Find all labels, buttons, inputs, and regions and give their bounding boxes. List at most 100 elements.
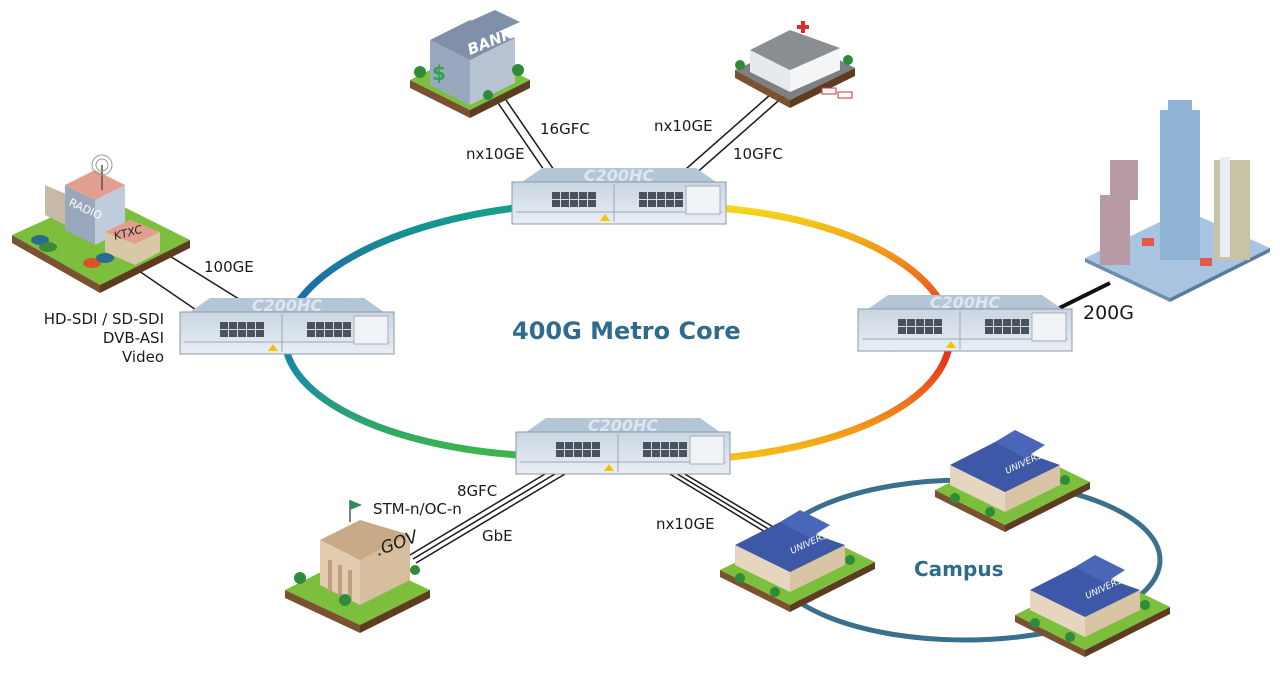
port	[934, 327, 942, 334]
port	[670, 450, 678, 457]
port	[570, 200, 578, 207]
link-gov-1	[409, 464, 561, 556]
link-campus-3	[667, 463, 781, 532]
port	[334, 330, 342, 337]
chassis-top	[526, 418, 720, 432]
port	[561, 200, 569, 207]
port	[565, 450, 573, 457]
port	[552, 192, 560, 199]
port	[316, 330, 324, 337]
device-node-left: C200HC	[179, 296, 395, 355]
port	[316, 322, 324, 329]
port	[1021, 327, 1029, 334]
port	[561, 192, 569, 199]
link-campus-1	[659, 467, 771, 536]
port	[898, 319, 906, 326]
device-node-bottom: C200HC	[515, 416, 731, 475]
port	[1012, 327, 1020, 334]
port	[648, 200, 656, 207]
port	[556, 450, 564, 457]
port	[679, 450, 687, 457]
port	[579, 200, 587, 207]
port	[985, 327, 993, 334]
port	[583, 442, 591, 449]
port	[1021, 319, 1029, 326]
chassis-model: C200HC	[588, 416, 659, 435]
port	[907, 327, 915, 334]
port	[588, 200, 596, 207]
label-campus-nx10ge: nx10GE	[656, 515, 715, 533]
port	[556, 442, 564, 449]
warning-icon	[268, 344, 278, 351]
port	[343, 322, 351, 329]
port	[307, 330, 315, 337]
port	[1012, 319, 1020, 326]
port	[994, 327, 1002, 334]
port	[565, 442, 573, 449]
label-gov-gbe: GbE	[482, 527, 513, 545]
port	[592, 442, 600, 449]
control-panel	[353, 315, 389, 345]
label-radio-video-line-1: HD-SDI / SD-SDI	[43, 310, 164, 328]
port	[643, 442, 651, 449]
control-panel	[1031, 312, 1067, 342]
port	[574, 450, 582, 457]
port	[898, 327, 906, 334]
port	[639, 200, 647, 207]
port	[925, 319, 933, 326]
port	[643, 450, 651, 457]
port	[256, 322, 264, 329]
link-campus-2	[663, 465, 776, 534]
port	[570, 192, 578, 199]
port	[675, 200, 683, 207]
port	[238, 322, 246, 329]
label-radio-video: HD-SDI / SD-SDI DVB-ASI Video	[44, 310, 164, 367]
site-radio: RADIO KTXC	[12, 154, 190, 293]
port	[229, 330, 237, 337]
label-radio-100ge: 100GE	[204, 258, 254, 276]
port	[1003, 319, 1011, 326]
port	[579, 192, 587, 199]
port	[238, 330, 246, 337]
port	[592, 450, 600, 457]
port	[334, 322, 342, 329]
label-radio-video-line-3: Video	[121, 348, 164, 366]
port	[588, 192, 596, 199]
label-bank-16gfc: 16GFC	[540, 120, 590, 138]
port	[907, 319, 915, 326]
site-university-2: UNIVERSITY	[935, 430, 1090, 532]
port	[325, 330, 333, 337]
chassis-top	[190, 298, 384, 312]
label-gov-8gfc: 8GFC	[457, 482, 498, 500]
campus-ring-label: Campus	[914, 557, 1004, 581]
link-gov-2	[412, 467, 566, 560]
label-bank-nx10ge: nx10GE	[466, 145, 525, 163]
site-city	[1085, 100, 1270, 302]
port	[247, 322, 255, 329]
port	[679, 442, 687, 449]
warning-icon	[600, 214, 610, 221]
chassis-model: C200HC	[930, 293, 1001, 312]
port	[574, 442, 582, 449]
port	[994, 319, 1002, 326]
port	[1003, 327, 1011, 334]
port	[343, 330, 351, 337]
port	[552, 200, 560, 207]
core-ring-label: 400G Metro Core	[512, 317, 741, 345]
port	[657, 192, 665, 199]
port	[220, 322, 228, 329]
port	[670, 442, 678, 449]
port	[256, 330, 264, 337]
port	[652, 450, 660, 457]
label-hospital-nx10ge: nx10GE	[654, 117, 713, 135]
port	[666, 200, 674, 207]
port	[661, 442, 669, 449]
warning-icon	[604, 464, 614, 471]
device-node-top: C200HC	[511, 166, 727, 225]
port	[985, 319, 993, 326]
site-university-3: UNIVERSITY	[1015, 555, 1170, 657]
chassis-model: C200HC	[252, 296, 323, 315]
chassis-top	[868, 295, 1062, 309]
port	[666, 192, 674, 199]
control-panel	[689, 435, 725, 465]
